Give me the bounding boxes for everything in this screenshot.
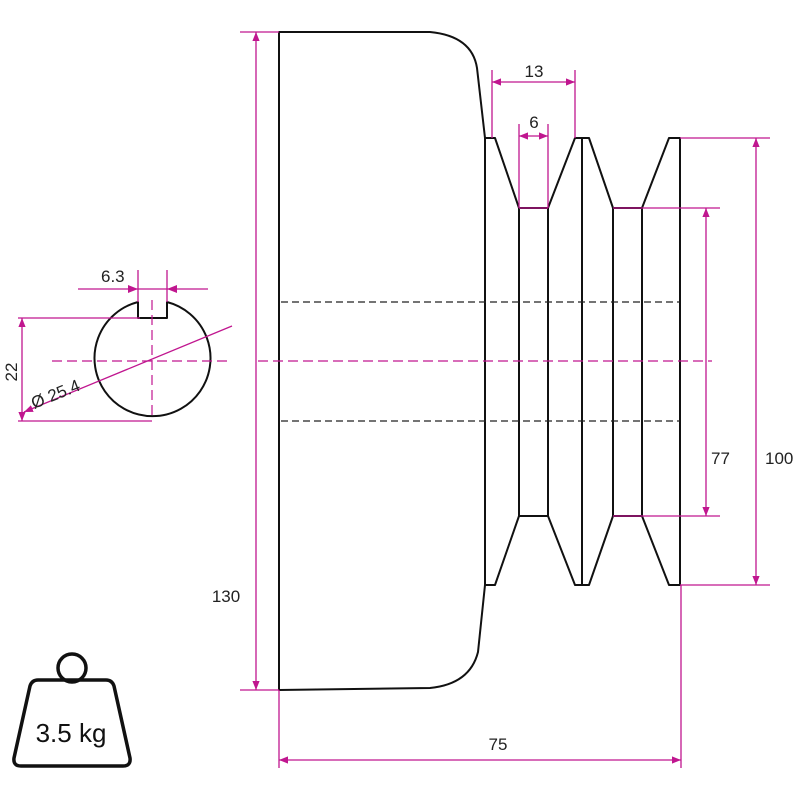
pulley-dimensions: 130 75 13 6 77 100 [212, 31, 793, 768]
pulley-side-view [258, 31, 712, 691]
flange-diameter-label: 130 [212, 587, 240, 606]
weight-label: 3.5 kg [36, 718, 107, 748]
weight-icon: 3.5 kg [12, 652, 132, 768]
total-length-label: 75 [489, 735, 508, 754]
bore-outline [93, 301, 212, 418]
shaft-section: 6.3 22 Ø 25.4 [2, 267, 233, 422]
keyway-arrow-left [128, 285, 138, 293]
keyway-width-label: 6.3 [101, 267, 125, 286]
groove-pitch-label: 13 [525, 62, 544, 81]
inner-diameter-label: 77 [711, 449, 730, 468]
shaft-height-label: 22 [2, 363, 21, 382]
weight-handle [56, 652, 88, 684]
bore-diameter-leader [23, 325, 233, 413]
keyway-arrow-right [167, 285, 177, 293]
groove-bottom-width-label: 6 [529, 113, 538, 132]
bore-diameter-label: Ø 25.4 [28, 376, 82, 413]
outer-diameter-label: 100 [765, 449, 793, 468]
weight-body [12, 678, 132, 768]
